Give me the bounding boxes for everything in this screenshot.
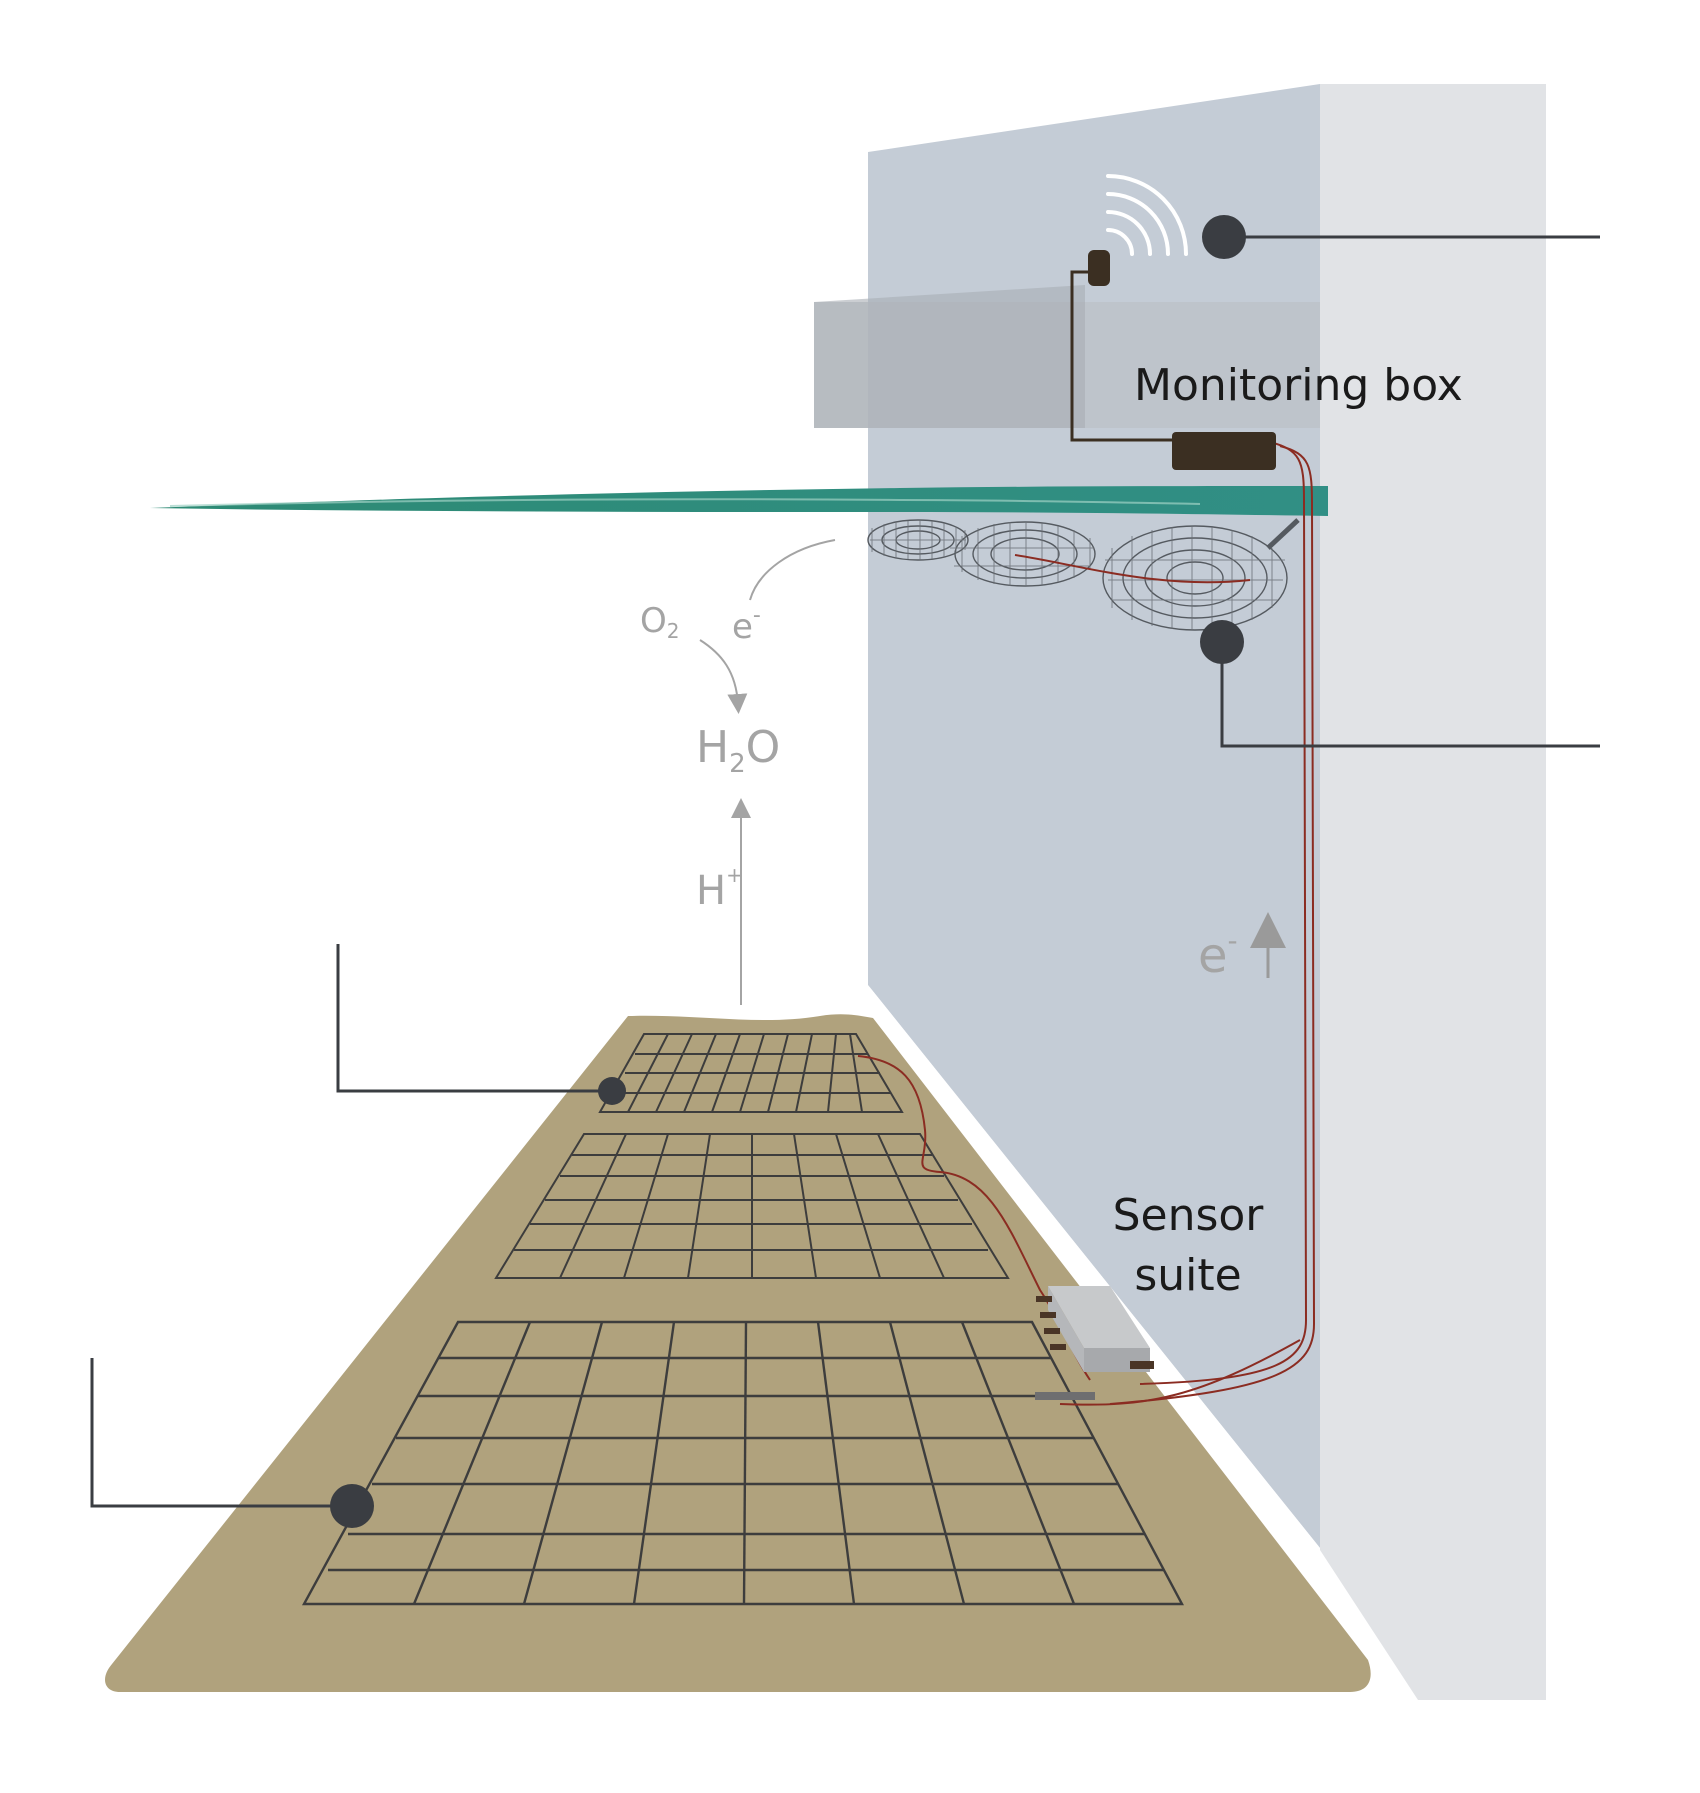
anode-grid-bottom: [301, 1320, 1184, 1606]
sensor-suite-label-line2: suite: [1134, 1250, 1241, 1301]
monitoring-box-label: Monitoring box: [1134, 360, 1463, 411]
water-surface: [150, 486, 1328, 516]
sediment-bed: [105, 1014, 1371, 1692]
wifi-signal-icon: [1106, 174, 1188, 256]
monitoring-housing-front: [814, 285, 1085, 428]
water-label: H2O: [696, 722, 780, 779]
oxygen-reduction-arrow: [699, 639, 748, 714]
water-surface-highlight: [169, 498, 1201, 507]
callout-bottom-anode: [90, 1358, 374, 1528]
proton-label: H+: [696, 863, 743, 914]
reference-probe: [1035, 1392, 1095, 1400]
oxygen-label: O2: [640, 601, 680, 643]
monitoring-box: [1172, 432, 1276, 470]
anode-grid-middle: [494, 1133, 1010, 1279]
electron-wall-label: e-: [1198, 924, 1238, 984]
antenna-cable: [1070, 270, 1175, 442]
callout-wifi: [1202, 215, 1600, 259]
sensor-suite-label-line1: Sensor: [1113, 1190, 1265, 1241]
electron-path-arc: [749, 539, 836, 601]
electrical-wires: [857, 441, 1316, 1406]
callout-cathode: [1200, 620, 1600, 748]
wall-side: [1320, 84, 1546, 1700]
callout-top-anode: [336, 944, 626, 1105]
electron-label: e-: [732, 603, 761, 647]
sensor-suite-device: [1036, 1286, 1154, 1372]
antenna: [1088, 250, 1110, 286]
cathode-mesh-hatch: [870, 520, 1285, 630]
cathode-connector: [1266, 518, 1300, 550]
